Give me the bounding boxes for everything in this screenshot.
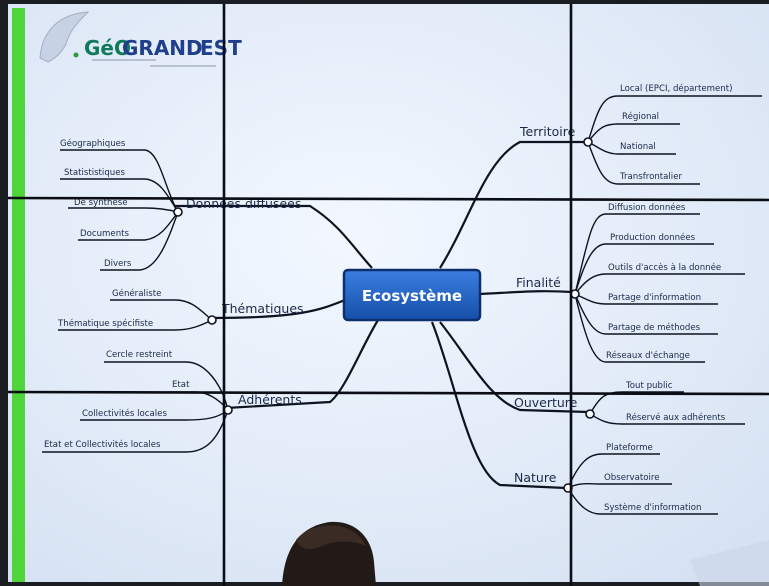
audience-head-silhouette — [282, 521, 376, 586]
leaf-statistiques: Statististiques — [64, 168, 126, 178]
leaf-partage-methodes: Partage de méthodes — [608, 322, 701, 333]
leaf-divers: Divers — [104, 259, 132, 269]
leaf-diffusion-donnees: Diffusion données — [608, 202, 686, 213]
leaf-tout-public: Tout public — [625, 381, 673, 391]
leaf-observatoire: Observatoire — [604, 473, 660, 483]
glare-reflection — [690, 540, 769, 586]
leaf-etat: Etat — [172, 380, 190, 390]
node-thematiques-icon — [207, 315, 217, 325]
center-label: Ecosystème — [362, 287, 462, 305]
leaf-generaliste: Généraliste — [112, 288, 161, 299]
mindmap-connectors — [175, 140, 589, 490]
connector-nature — [430, 321, 567, 490]
leaf-production-donnees: Production données — [610, 232, 696, 243]
connector-ouverture — [439, 321, 589, 414]
branch-territoire-label: Territoire — [519, 124, 576, 139]
leaf-national: National — [620, 142, 656, 152]
logo-dot-icon — [73, 52, 79, 58]
branch-finalite-label: Finalité — [516, 275, 561, 290]
leaf-reseaux-echange: Réseaux d'échange — [606, 350, 690, 361]
leaf-thematique-specifiste: Thématique spécifiste — [57, 318, 153, 329]
logo-geo: GéO — [84, 36, 131, 60]
leaf-outils-acces: Outils d'accès à la donnée — [608, 262, 721, 273]
branch-nature-label: Nature — [514, 470, 557, 485]
branch-thematiques-label: Thématiques — [221, 301, 304, 316]
geograndest-logo: GéO GRAND EST — [39, 11, 242, 67]
video-wall-seams — [7, 4, 769, 586]
node-donnees-icon — [173, 207, 183, 217]
leaf-etat-collectivites: Etat et Collectivités locales — [44, 439, 161, 450]
logo-grand: GRAND — [122, 36, 203, 60]
leaf-regional: Régional — [622, 111, 659, 122]
seam-horizontal-bottom — [7, 390, 769, 396]
leaf-partage-information: Partage d'information — [608, 293, 701, 303]
center-box[interactable] — [342, 268, 482, 322]
logo-map-icon — [39, 11, 90, 63]
green-side-bar — [12, 8, 25, 582]
leaf-de-synthese: De synthèse — [74, 197, 128, 208]
center-node[interactable]: Ecosystème — [342, 268, 482, 322]
node-ouverture-icon — [585, 409, 595, 419]
leaf-transfrontalier: Transfrontalier — [619, 172, 682, 182]
connector-adherents — [225, 319, 379, 410]
seam-horizontal-top — [7, 196, 769, 202]
leaf-cercle-restreint: Cercle restreint — [106, 350, 173, 360]
leaf-reserve-adherents: Réservé aux adhérents — [626, 412, 726, 423]
connector-donnees — [175, 204, 373, 269]
branch-ouverture-label: Ouverture — [514, 395, 578, 410]
leaf-documents: Documents — [80, 229, 130, 239]
branch-adherents-label: Adhérents — [238, 392, 302, 407]
leaf-plateforme: Plateforme — [606, 443, 653, 453]
connector-territoire — [439, 140, 585, 269]
connector-finalite — [479, 290, 573, 296]
connector-thematiques — [211, 298, 346, 320]
logo-est: EST — [200, 36, 242, 60]
leaf-systeme-information: Système d'information — [604, 502, 701, 513]
leaf-local: Local (EPCI, département) — [620, 83, 732, 94]
node-territoire-icon — [583, 137, 593, 147]
leaf-geographiques: Géographiques — [60, 138, 126, 149]
leaf-collectivites-locales: Collectivités locales — [82, 408, 167, 419]
